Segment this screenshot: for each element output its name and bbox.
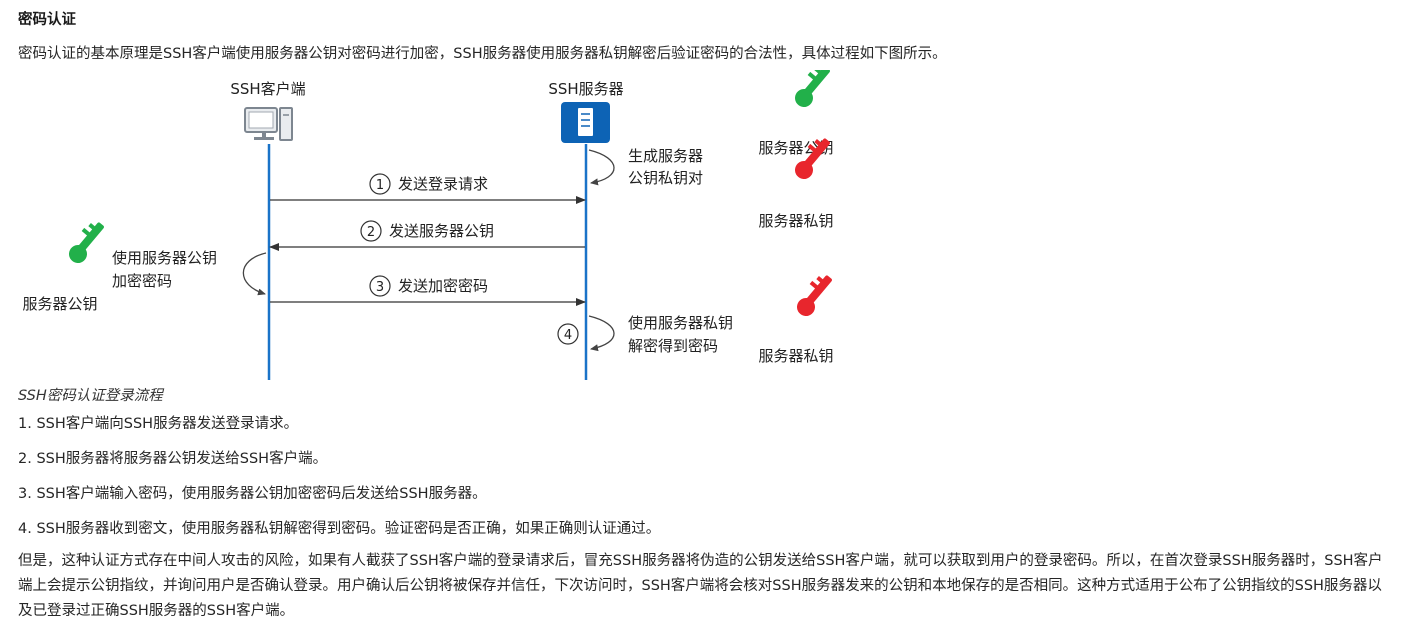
- server-generate-line2: 公钥私钥对: [628, 169, 703, 187]
- step-4-number: 4: [564, 328, 572, 343]
- step-1-number: 1: [376, 178, 384, 193]
- step-2-circle: [360, 220, 382, 242]
- message-3-label: 发送加密密码: [398, 277, 488, 295]
- server-icon: [561, 102, 610, 143]
- message-2-label: 发送服务器公钥: [389, 222, 494, 240]
- step-3-number: 3: [376, 280, 384, 295]
- step-item: 1. SSH客户端向SSH服务器发送登录请求。: [18, 416, 299, 432]
- step-item: 3. SSH客户端输入密码，使用服务器公钥加密密码后发送给SSH服务器。: [18, 486, 487, 502]
- message-1-label: 发送登录请求: [398, 175, 488, 193]
- figure-caption: SSH密码认证登录流程: [18, 388, 163, 404]
- server-decrypt-loop: [588, 315, 615, 352]
- client-public-key-icon: [60, 217, 113, 267]
- server-decrypt-line2: 解密得到密码: [628, 337, 718, 355]
- server-generate-loop: [588, 149, 615, 186]
- public-key-icon: [786, 70, 839, 111]
- server-generate-line1: 生成服务器: [628, 147, 703, 165]
- intro-text: 密码认证的基本原理是SSH客户端使用服务器公钥对密码进行加密，SSH服务器使用服…: [18, 46, 947, 62]
- server-label: SSH服务器: [548, 80, 623, 98]
- section-heading: 密码认证: [18, 12, 76, 28]
- computer-icon: [244, 107, 293, 141]
- step-item: 4. SSH服务器收到密文，使用服务器私钥解密得到密码。验证密码是否正确，如果正…: [18, 521, 661, 537]
- risk-paragraph: 但是，这种认证方式存在中间人攻击的风险，如果有人截获了SSH客户端的登录请求后，…: [18, 553, 1383, 619]
- client-encrypt-line2: 加密密码: [112, 272, 172, 290]
- client-encrypt-line1: 使用服务器公钥: [112, 249, 217, 267]
- step-2-number: 2: [367, 225, 375, 240]
- private-key-label: 服务器私钥: [758, 212, 833, 230]
- client-label: SSH客户端: [230, 80, 305, 98]
- step-item: 2. SSH服务器将服务器公钥发送给SSH客户端。: [18, 451, 328, 467]
- ssh-password-auth-diagram: SSH客户端 SSH服务器 生成服务器 公钥私钥对: [22, 70, 841, 380]
- client-key-label: 服务器公钥: [22, 295, 97, 313]
- client-encrypt-loop: [242, 252, 267, 296]
- step-1-circle: [369, 173, 391, 195]
- step-3-circle: [369, 275, 391, 297]
- step-4-circle: [557, 323, 579, 345]
- private-key-label-2: 服务器私钥: [758, 347, 833, 365]
- private-key-icon-2: [788, 270, 841, 320]
- server-decrypt-line1: 使用服务器私钥: [628, 314, 733, 332]
